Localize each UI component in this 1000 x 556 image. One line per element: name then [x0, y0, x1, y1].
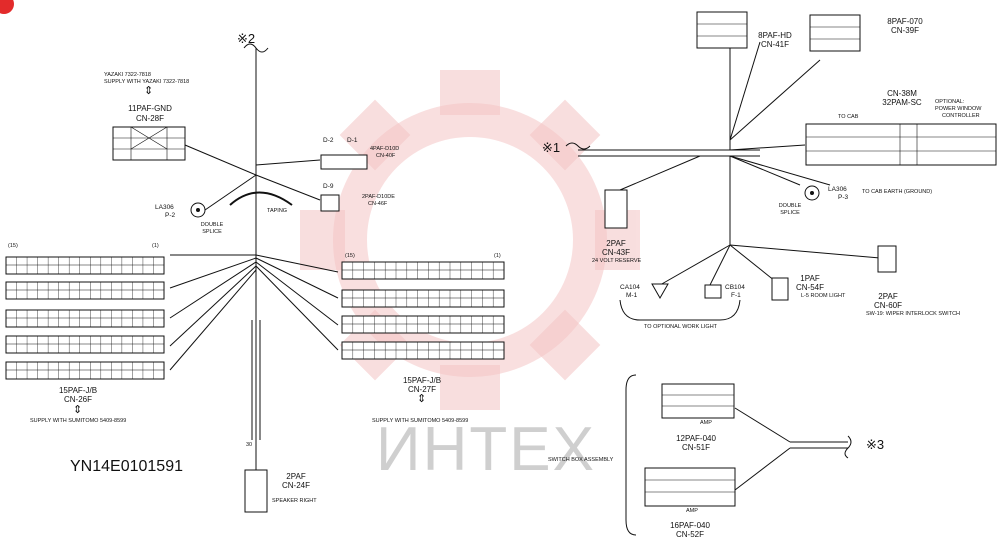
cn43f-name: 2PAF	[606, 239, 626, 248]
wiper-switch-label: SW-19: WIPER INTERLOCK SWITCH	[866, 311, 961, 317]
cn54f-cn: CN-54F	[795, 283, 825, 292]
watermark-text: ИНТЕХ	[376, 415, 596, 484]
d1-label: D-1	[347, 137, 358, 144]
jb-left-15: (15)	[8, 243, 18, 249]
yazaki-label: YAZAKI 7322-7818	[104, 72, 151, 78]
hd-connector-cn: CN-41F	[760, 40, 790, 49]
paf070-name: 8PAF-070	[887, 17, 923, 26]
double-splice-right-label2: SPLICE	[780, 210, 800, 216]
double-splice-right-label: DOUBLE	[778, 203, 802, 209]
work-light-label: TO OPTIONAL WORK LIGHT	[644, 324, 718, 330]
cn60f-cn: CN-60F	[873, 301, 903, 310]
taping-label: TAPING	[267, 208, 288, 214]
gnd-connector-cn: CN-28F	[135, 114, 165, 123]
f1-label: F-1	[731, 292, 741, 299]
gnd-connector-name: 11PAF-GND	[128, 104, 172, 113]
double-splice-left-label: DOUBLE	[200, 222, 224, 228]
room-light-label: L-5 ROOM LIGHT	[801, 293, 846, 299]
jb-left-cn: CN-26F	[63, 395, 93, 404]
jb-left-1: (1)	[152, 243, 159, 249]
cn60f-name: 2PAF	[878, 292, 898, 301]
yazaki-supply-label: SUPPLY WITH YAZAKI 7322-7818	[104, 79, 190, 85]
speaker-label: SPEAKER RIGHT	[272, 498, 317, 504]
d9-label: D-9	[323, 183, 334, 190]
speaker-connector-cn: CN-24F	[281, 481, 311, 490]
cn54f-name: 1PAF	[800, 274, 820, 283]
switch-box-label: SWITCH BOX ASSEMBLY	[548, 457, 614, 463]
controller-label: CONTROLLER	[942, 113, 980, 119]
p2-label: P-2	[165, 212, 176, 219]
cn38m-label: CN-38M	[887, 89, 917, 98]
double-splice-left-label2: SPLICE	[202, 229, 222, 235]
jb-mid-cn: CN-27F	[407, 385, 437, 394]
hd-connector-name: 8PAF-HD	[758, 31, 792, 40]
corner-badge	[0, 0, 14, 14]
power-window-label: POWER WINDOW	[935, 106, 982, 112]
cn46f-label: CN-46F	[368, 201, 388, 207]
amp-label-2: AMP	[686, 508, 698, 514]
cab-earth-label: TO CAB EARTH (GROUND)	[862, 189, 933, 195]
d2-label: D-2	[323, 137, 334, 144]
cb104-label: CB104	[725, 284, 745, 291]
cn51f-cn: CN-51F	[681, 443, 711, 452]
cn40f-label: CN-40F	[376, 153, 396, 159]
mark-x3: ※3	[866, 437, 885, 452]
m1-label: M-1	[626, 292, 638, 299]
up-down-arrow-icon: ⇕	[144, 85, 154, 97]
cn52f-name: 16PAF-040	[670, 521, 710, 530]
p3-label: P-3	[838, 194, 849, 201]
d10de-label: 2PAF-D10DE	[362, 194, 395, 200]
cn52f-cn: CN-52F	[675, 530, 705, 539]
paf070-cn: CN-39F	[890, 26, 920, 35]
watermark-gear	[333, 103, 607, 377]
amp-label-1: AMP	[700, 420, 712, 426]
jb-left-name: 15PAF-J/B	[58, 386, 98, 395]
volt-reserve-label: 24 VOLT RESERVE	[592, 258, 642, 264]
la306-right-label: LA306	[828, 186, 847, 193]
pam32-label: 32PAM-SC	[882, 98, 922, 107]
diagram-code: YN14E0101591	[70, 458, 183, 475]
ca104-label: CA104	[620, 284, 640, 291]
jb-mid-name: 15PAF-J/B	[402, 376, 442, 385]
mark-x2: ※2	[237, 31, 256, 46]
cn43f-cn: CN-43F	[601, 248, 631, 257]
cn51f-name: 12PAF-040	[676, 434, 716, 443]
d10d-label: 4PAF-D10D	[370, 146, 400, 152]
mark-x1: ※1	[542, 140, 561, 155]
la306-left-label: LA306	[155, 204, 174, 211]
to-cab-label: TO CAB	[838, 114, 859, 120]
jb-mid-15: (15)	[345, 253, 355, 259]
jb-mid-1: (1)	[494, 253, 501, 259]
up-down-arrow-icon-2: ⇕	[73, 404, 83, 416]
wire-30-label: 30	[246, 442, 253, 448]
up-down-arrow-icon-3: ⇕	[417, 393, 427, 405]
optional-label: OPTIONAL:	[935, 99, 965, 105]
supply-sumitomo-mid: SUPPLY WITH SUMITOMO 5409-8599	[372, 418, 469, 424]
speaker-connector-name: 2PAF	[286, 472, 306, 481]
supply-sumitomo-left: SUPPLY WITH SUMITOMO 5409-8599	[30, 418, 127, 424]
